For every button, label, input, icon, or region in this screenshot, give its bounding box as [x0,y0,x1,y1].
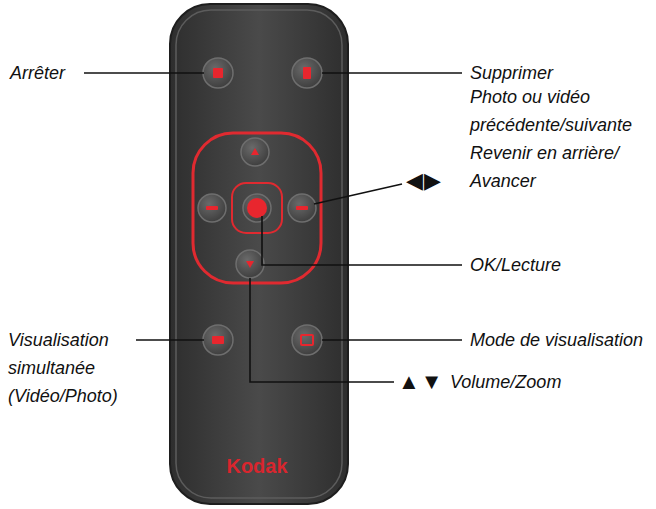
button-label: Revenir en arrière/ Avancer [470,139,635,195]
ok-ring [232,183,282,233]
arrow-symbol: ▲▼ [398,368,444,396]
arrow-symbol: ◀▶ [406,167,442,195]
button-label: Supprimer [470,59,553,87]
leader-lines [84,73,462,382]
dpad-ring [193,133,321,283]
button-label: Volume/Zoom [450,368,561,396]
buttons [198,58,322,355]
button-label: Visualisation simultanée (Vidéo/Photo) [8,326,133,410]
button-label: Photo ou vidéo précédente/suivante [470,83,645,139]
ok-button [243,194,271,222]
remote-bezel [176,10,342,498]
button-marks [206,67,313,345]
button-label: OK/Lecture [470,251,561,279]
remote-body [170,4,348,504]
button-label: Arrêter [10,59,65,87]
brand-logo: Kodak [207,452,307,480]
ok-dot [247,198,267,218]
button-label: Mode de visualisation [470,326,643,354]
